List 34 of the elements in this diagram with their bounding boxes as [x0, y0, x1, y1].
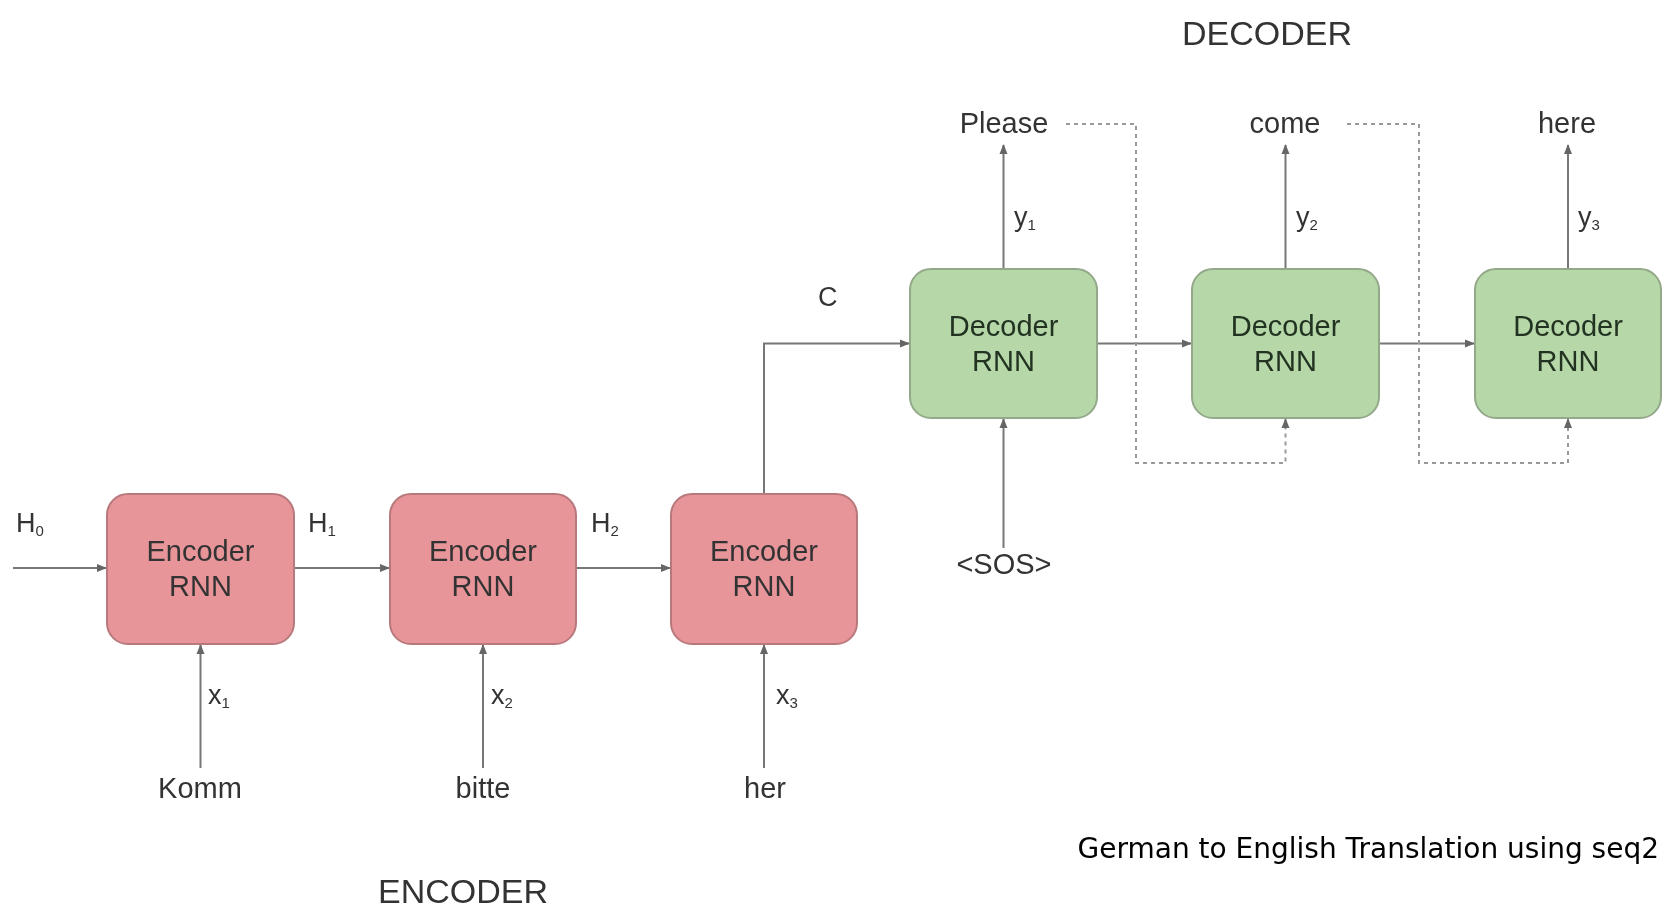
decoder-box: Decoder RNN	[909, 268, 1098, 419]
word-label: her	[705, 772, 825, 806]
edge-label: H$_{2}$	[591, 510, 619, 537]
arrow	[1564, 144, 1572, 269]
arrow	[760, 644, 768, 769]
arrow	[999, 144, 1008, 269]
encoder-box: Encoder RNN	[389, 493, 577, 645]
arrow	[196, 644, 205, 769]
caption: German to English Translation using seq2	[1077, 831, 1659, 867]
arrow	[479, 644, 487, 769]
word-label: Komm	[140, 772, 260, 806]
word-label: <SOS>	[938, 548, 1070, 582]
arrow	[1097, 339, 1192, 348]
decoder-box: Decoder RNN	[1191, 268, 1380, 419]
section-heading: DECODER	[1182, 13, 1353, 54]
word-label: here	[1507, 107, 1627, 141]
arrow	[1281, 144, 1290, 269]
word-label: come	[1225, 107, 1345, 141]
edge-label: H$_{0}$	[16, 510, 44, 537]
dashed-arrow	[1065, 123, 1290, 464]
section-heading: ENCODER	[378, 871, 549, 907]
word-label: bitte	[423, 772, 543, 806]
arrow	[294, 564, 390, 572]
encoder-box: Encoder RNN	[670, 493, 858, 645]
word-label: Please	[944, 107, 1064, 141]
arrow	[576, 564, 671, 572]
encoder-box: Encoder RNN	[106, 493, 295, 645]
arrow	[763, 339, 910, 494]
edge-label: H$_{1}$	[308, 510, 336, 537]
dashed-arrow	[1346, 123, 1572, 464]
arrow	[1379, 339, 1475, 348]
arrow	[999, 418, 1008, 549]
decoder-box: Decoder RNN	[1474, 268, 1662, 419]
arrow	[12, 564, 107, 572]
